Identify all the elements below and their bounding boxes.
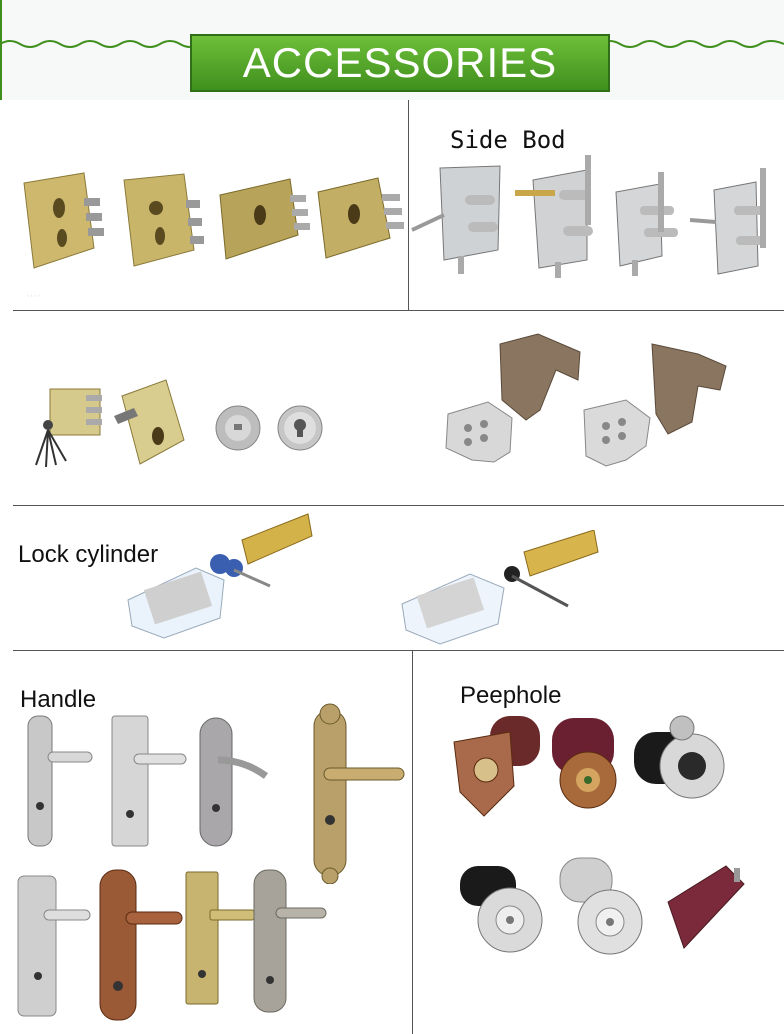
divider-horizontal-3 (13, 650, 784, 651)
lock-with-keys-image (26, 385, 106, 470)
door-handle-image (182, 870, 258, 1006)
side-bolt-image (515, 150, 600, 280)
mortise-lock-image (116, 170, 206, 280)
door-handle-image (196, 716, 272, 848)
peephole-image (456, 856, 552, 956)
peephole-image (450, 712, 546, 822)
escutcheon-image (212, 403, 330, 453)
divider-vertical-2 (412, 650, 413, 1034)
hinge-image (438, 330, 738, 480)
mortise-lock-image (214, 175, 310, 265)
divider-horizontal-1 (13, 310, 784, 311)
lock-cylinder-package-image (400, 530, 600, 645)
mortise-lock-image (14, 168, 104, 278)
lock-cylinder-package-image (124, 510, 314, 640)
side-bolt-image (600, 170, 690, 280)
banner-title: ACCESSORIES (242, 39, 558, 86)
handle-label: Handle (20, 686, 97, 713)
door-handle-image (108, 714, 188, 848)
divider-horizontal-2 (13, 505, 784, 506)
divider-vertical-1 (408, 100, 409, 310)
mortise-lock-image (108, 376, 188, 468)
ornate-door-handle-image (306, 700, 406, 884)
door-handle-image (22, 714, 94, 848)
peephole-image (546, 714, 626, 810)
side-bolt-image (690, 166, 780, 281)
accessories-banner: ACCESSORIES (190, 34, 610, 92)
peephole-image (630, 712, 730, 808)
side-bolt-image (410, 160, 505, 275)
door-handle-image (14, 872, 94, 1022)
left-edge (0, 0, 2, 100)
side-bolt-label: Side Bod (450, 126, 566, 154)
ornate-door-handle-image (250, 866, 330, 1016)
header: ACCESSORIES (0, 0, 784, 100)
peephole-image (556, 854, 652, 958)
door-viewer-plate-image (664, 860, 748, 952)
mortise-lock-image (312, 172, 406, 268)
lock-cylinder-label: Lock cylinder (18, 541, 159, 568)
ornate-door-handle-image (96, 866, 186, 1026)
watermark: ···· (26, 290, 41, 302)
peephole-label: Peephole (460, 682, 562, 709)
